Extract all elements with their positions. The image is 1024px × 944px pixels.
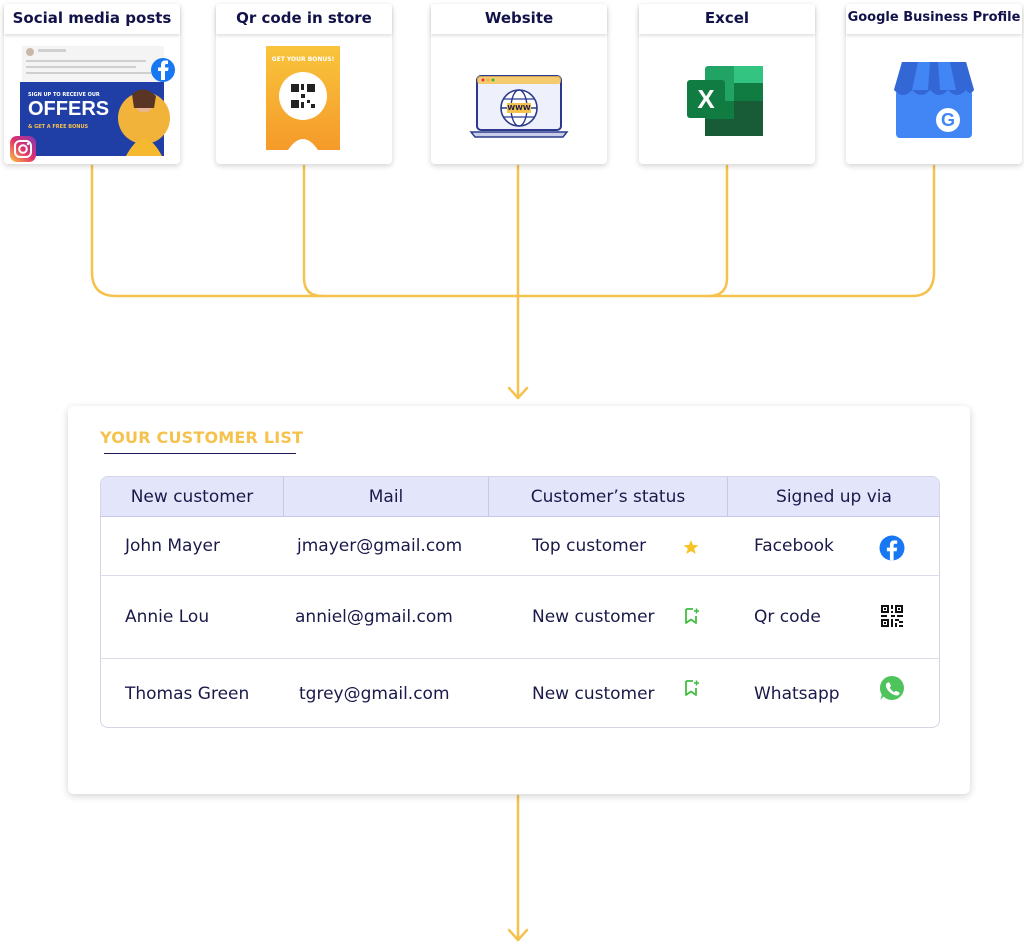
google-business-icon: G [846,36,1022,164]
post-offer: OFFERS [28,98,110,120]
laptop-globe-icon: WWW [431,36,607,164]
column-header-status: Customer’s status [489,477,728,517]
facebook-icon [879,535,905,561]
customer-status: New customer [532,684,655,704]
source-card-qr-code: Qr code in store GET YOUR BONUS! [216,4,392,164]
whatsapp-icon [879,675,905,701]
customer-mail: jmayer@gmail.com [297,536,463,556]
customer-list-heading: YOUR CUSTOMER LIST [100,428,304,447]
screen-text: WWW [507,104,531,112]
excel-icon: X [639,36,815,164]
poster-text: GET YOUR BONUS! [271,56,335,63]
new-bookmark-icon [683,679,701,697]
customer-name: Thomas Green [125,684,250,704]
customer-mail: anniel@gmail.com [295,607,453,627]
column-header-mail: Mail [284,477,489,517]
excel-letter: X [697,84,715,114]
source-title: Website [431,4,607,34]
table-row: John Mayer jmayer@gmail.com Top customer… [101,517,939,576]
column-header-signed-up-via: Signed up via [776,487,892,507]
star-icon [683,539,699,555]
customer-status: Top customer [532,536,647,556]
source-title: Social media posts [4,4,180,34]
google-letter: G [940,110,955,130]
customer-mail: tgrey@gmail.com [299,684,450,704]
qr-code-icon [291,84,315,108]
source-card-website: Website WWW [431,4,607,164]
table-header: New customer Mail Customer’s status Sign… [101,477,939,517]
source-title: Google Business Profile [846,4,1022,34]
arrowhead-bottom [507,928,529,942]
new-bookmark-icon [683,607,701,625]
social-post-art: SIGN UP TO RECEIVE OUR OFFERS & GET A FR… [4,36,180,164]
column-header-new-customer: New customer [101,477,284,517]
signup-channel: Qr code [754,607,821,627]
connector-excel [707,164,729,298]
source-title: Qr code in store [216,4,392,34]
instagram-icon [10,136,36,162]
connector-qr [302,164,324,298]
source-card-google-business: Google Business Profile G [846,4,1022,164]
table-row: Annie Lou anniel@gmail.com New customer … [101,576,939,659]
customer-status: New customer [532,607,655,627]
source-card-social-media: Social media posts [4,4,180,164]
qr-poster-art: GET YOUR BONUS! [216,36,392,164]
source-title: Excel [639,4,815,34]
arrowhead-top [507,386,529,400]
connector-social [90,164,936,298]
source-card-excel: Excel X [639,4,815,164]
qr-code-icon [881,605,903,627]
customer-name: John Mayer [125,536,220,556]
table-row: Thomas Green tgrey@gmail.com New custome… [101,659,939,727]
customer-list-panel: YOUR CUSTOMER LIST New customer Mail Cus… [68,406,970,794]
signup-channel: Whatsapp [754,684,840,704]
customer-table: New customer Mail Customer’s status Sign… [100,476,940,728]
post-bonus: & GET A FREE BONUS [28,124,89,130]
post-text: SIGN UP TO RECEIVE OUR [28,92,100,98]
heading-underline [104,453,296,454]
customer-name: Annie Lou [125,607,210,627]
signup-channel: Facebook [754,536,834,556]
